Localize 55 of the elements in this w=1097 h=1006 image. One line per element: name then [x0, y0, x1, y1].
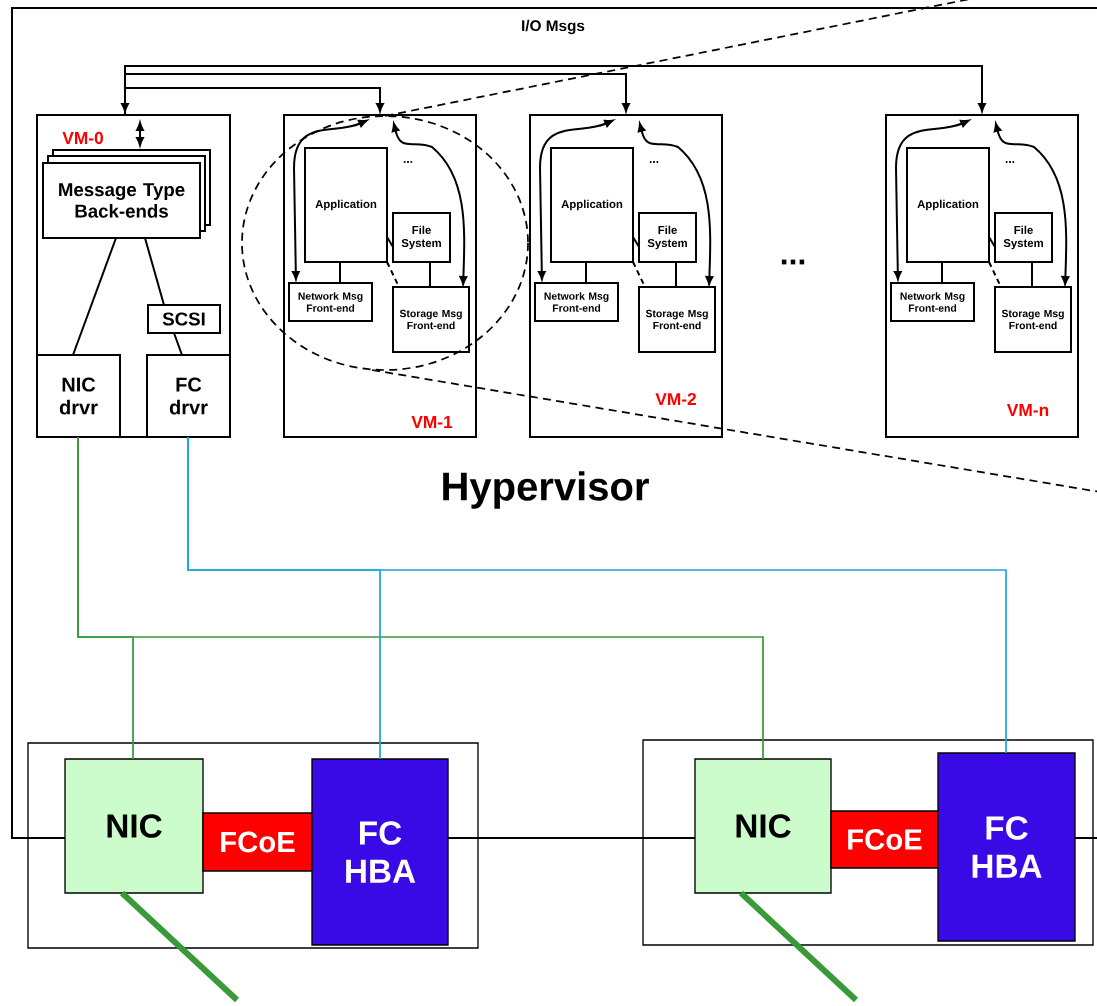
scsi-box: SCSI — [147, 304, 221, 334]
arrow — [993, 122, 1070, 285]
arrow — [136, 122, 144, 146]
section-label: I/O Msgs — [522, 19, 585, 35]
file-system-box: File System — [638, 212, 697, 263]
front-end-box: Network Msg Front-end — [890, 282, 975, 322]
connector-line — [72, 237, 117, 356]
arrow — [291, 119, 368, 280]
arrow — [893, 119, 970, 280]
arrow — [537, 119, 614, 280]
front-end-box: Network Msg Front-end — [288, 282, 373, 322]
backend-box: Message Type Back-ends — [42, 149, 211, 239]
arrow — [121, 87, 384, 112]
connector-line — [339, 261, 341, 284]
adapter-card — [642, 739, 1094, 946]
fcoe-box: FCoE — [830, 810, 939, 869]
application-box: Application — [304, 147, 388, 263]
connector-line — [941, 261, 943, 284]
front-end-box: Storage Msg Front-end — [392, 286, 470, 353]
application-box: Application — [550, 147, 634, 263]
cable-line — [77, 436, 764, 760]
fcoe-box: FCoE — [202, 812, 313, 872]
connector-line — [632, 236, 640, 248]
connector-line — [675, 261, 677, 288]
ellipsis: ... — [649, 161, 659, 163]
arrow — [124, 65, 986, 116]
file-system-box: File System — [994, 212, 1053, 263]
hba-box: FC HBA — [311, 758, 449, 946]
connector-line — [988, 236, 996, 248]
arrow — [637, 122, 714, 285]
file-system-box: File System — [392, 212, 451, 263]
cable-line — [738, 890, 859, 1003]
connector-line — [173, 332, 183, 356]
cable-line — [119, 890, 240, 1003]
ellipsis: ... — [403, 161, 413, 163]
driver-box: NIC drvr — [36, 354, 121, 438]
nic-box: NIC — [64, 758, 204, 894]
ellipsis: ... — [781, 259, 805, 265]
connector-line — [1031, 261, 1033, 288]
front-end-box: Storage Msg Front-end — [638, 286, 716, 353]
arrow — [124, 73, 630, 116]
driver-box: FC drvr — [146, 354, 231, 438]
front-end-box: Storage Msg Front-end — [994, 286, 1072, 353]
front-end-box: Network Msg Front-end — [534, 282, 619, 322]
connector-line — [386, 236, 394, 248]
nic-box: NIC — [694, 758, 832, 894]
hba-box: FC HBA — [937, 752, 1076, 942]
connector-line — [585, 261, 587, 284]
application-box: Application — [906, 147, 990, 263]
connector-line — [429, 261, 431, 288]
adapter-card — [27, 742, 479, 949]
arrow — [391, 122, 468, 285]
connector-line — [144, 237, 165, 306]
cable-line — [187, 436, 1007, 754]
ellipsis: ... — [1005, 161, 1015, 163]
